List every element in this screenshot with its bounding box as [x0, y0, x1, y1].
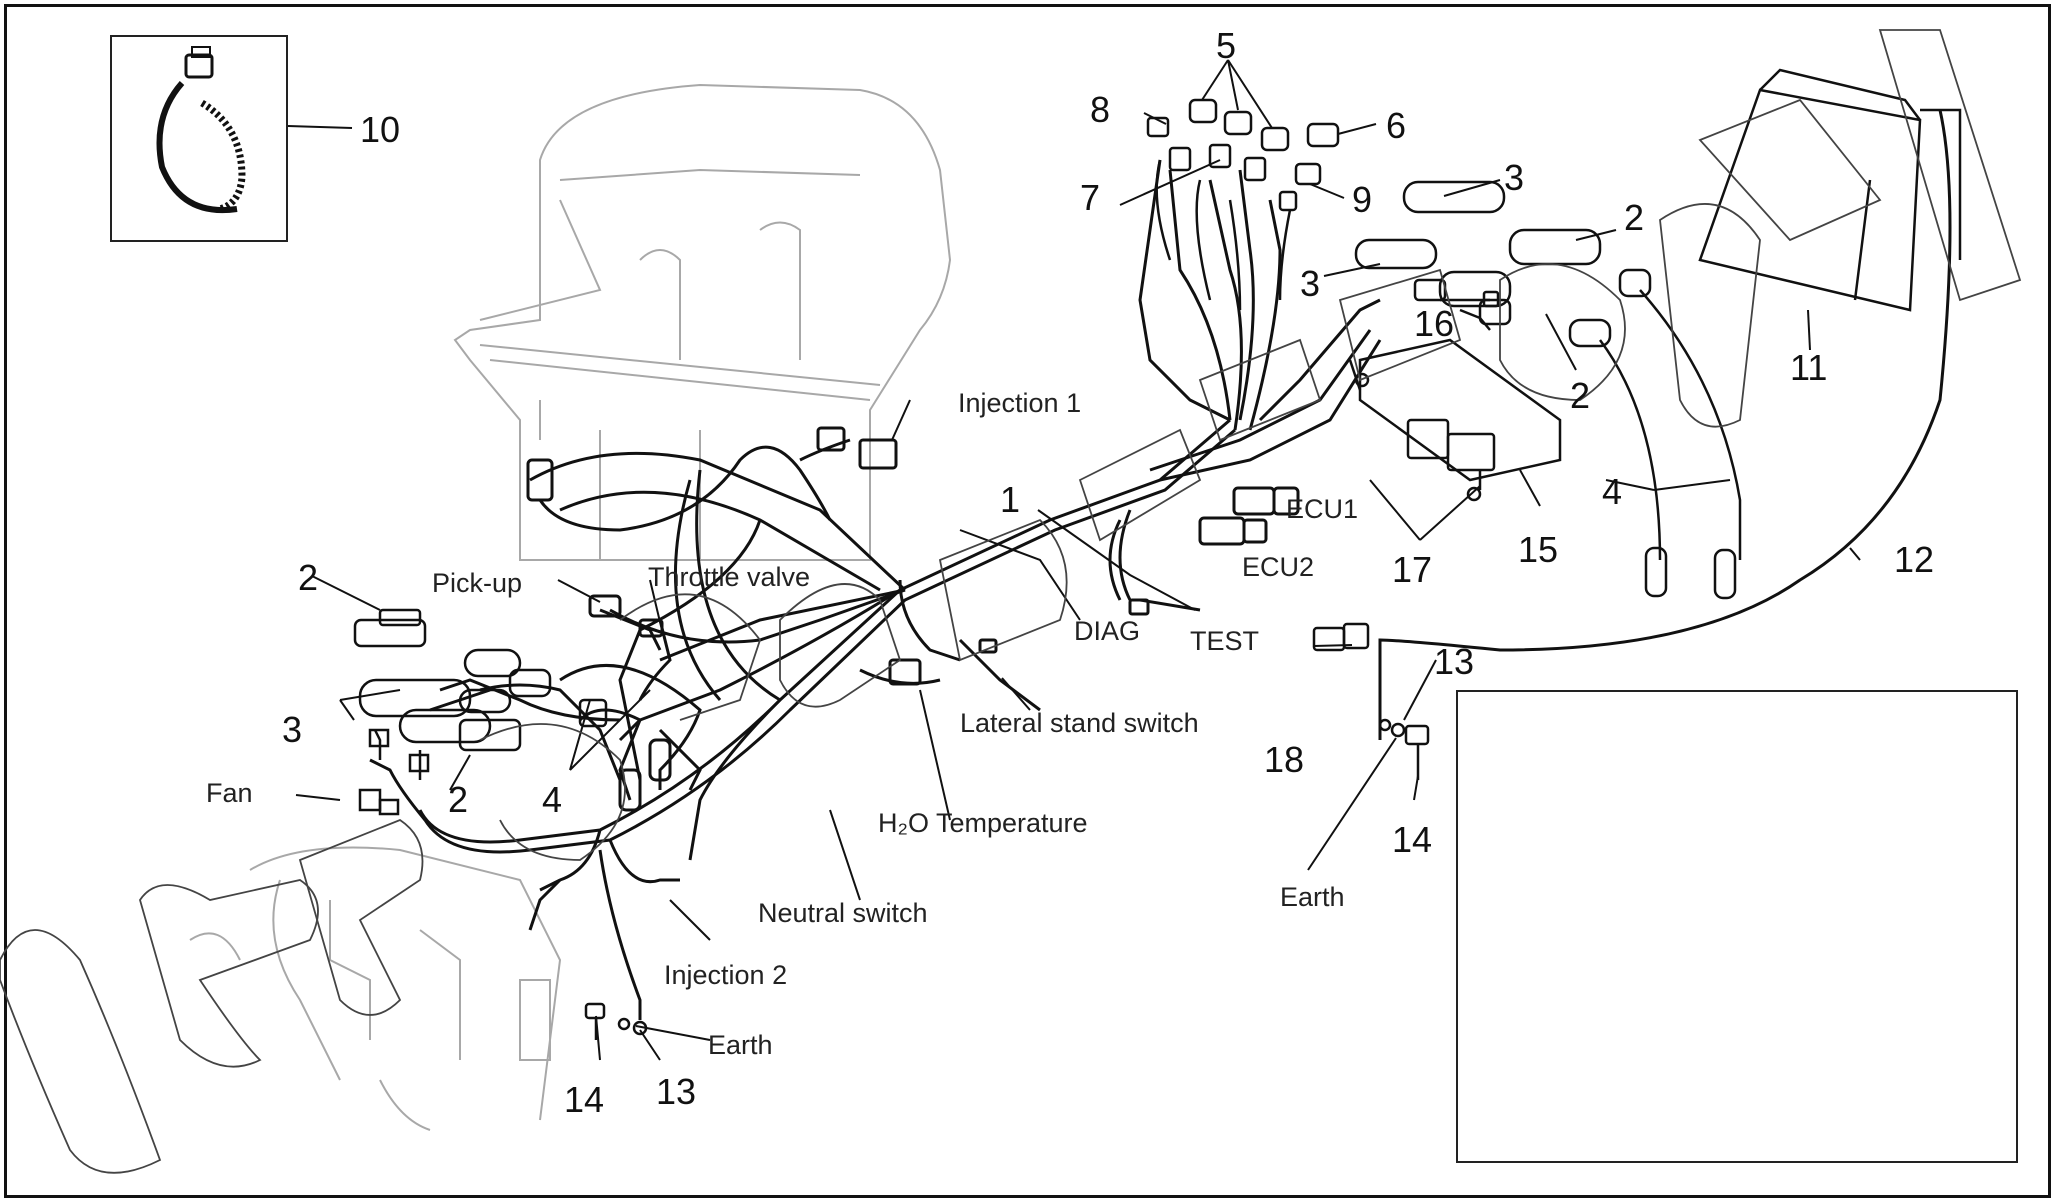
earth-bolt-right: [1378, 718, 1430, 780]
ecu-box: [1698, 68, 1962, 312]
connectors-top: [1146, 98, 1340, 311]
callout-2-left-bottom: 2: [448, 779, 469, 820]
label-throttle-valve: Throttle valve: [648, 562, 811, 592]
earth-bolt-left: [584, 1002, 648, 1040]
label-h2o-temperature: H₂O Temperature: [878, 808, 1088, 838]
label-pick-up: Pick-up: [432, 568, 523, 598]
label-diag: DIAG: [1074, 616, 1141, 646]
label-injection-1: Injection 1: [958, 388, 1082, 418]
relay-block: [1348, 308, 1562, 490]
earth-cable-12: [1378, 109, 1952, 740]
callout-14-right: 14: [1392, 819, 1433, 860]
callout-17: 17: [1392, 549, 1433, 590]
callout-2-right-bottom: 2: [1570, 375, 1591, 416]
callout-3-left: 3: [282, 709, 303, 750]
cables-4-left: [559, 664, 702, 812]
label-earth-right: Earth: [1280, 882, 1345, 912]
callout-14-left: 14: [564, 1079, 605, 1120]
callout-16: 16: [1414, 303, 1455, 344]
engine-ghost: [189, 846, 562, 1131]
relay-18: [1312, 622, 1370, 652]
clamp-inset-box: [110, 35, 288, 242]
callout-9: 9: [1352, 179, 1373, 220]
label-injection-2: Injection 2: [664, 960, 788, 990]
callout-13-left: 13: [656, 1071, 697, 1112]
airbox-ghost: [453, 83, 952, 561]
callout-18: 18: [1264, 739, 1305, 780]
fuse-holders-left: [353, 608, 608, 816]
callout-10: 10: [360, 109, 401, 150]
callout-12: 12: [1894, 539, 1935, 580]
callout-15: 15: [1518, 529, 1559, 570]
callout-7: 7: [1080, 177, 1101, 218]
label-earth-left: Earth: [708, 1030, 773, 1060]
harness-trunk: [418, 159, 1382, 861]
label-lateral-stand-switch: Lateral stand switch: [960, 708, 1199, 738]
ecu-connectors: [1108, 486, 1300, 616]
fuse-holders-right: [1354, 180, 1742, 600]
label-ecu2: ECU2: [1242, 552, 1315, 582]
callout-8: 8: [1090, 89, 1111, 130]
callout-13-right: 13: [1434, 641, 1475, 682]
label-neutral-switch: Neutral switch: [758, 898, 928, 928]
label-ecu1: ECU1: [1286, 494, 1359, 524]
label-test: TEST: [1190, 626, 1260, 656]
callout-3-right-top: 3: [1504, 157, 1525, 198]
injection1-branch: [526, 426, 898, 532]
callout-5: 5: [1216, 25, 1237, 66]
callout-1: 1: [1000, 479, 1021, 520]
callout-6: 6: [1386, 105, 1407, 146]
callout-4-right: 4: [1602, 471, 1623, 512]
clamp-drawing: [156, 46, 246, 213]
motorcycle-location-inset: [1456, 690, 2018, 1163]
leader-lines: [287, 59, 1861, 1061]
callout-4-left: 4: [542, 779, 563, 820]
diagram-frame: [4, 4, 2051, 1198]
label-fan: Fan: [206, 778, 253, 808]
callout-2-left-top: 2: [298, 557, 319, 598]
callout-3-right-mid: 3: [1300, 263, 1321, 304]
callout-11: 11: [1790, 347, 1828, 388]
watermark-outline: [0, 29, 2022, 1174]
callout-2-right-top: 2: [1624, 197, 1645, 238]
